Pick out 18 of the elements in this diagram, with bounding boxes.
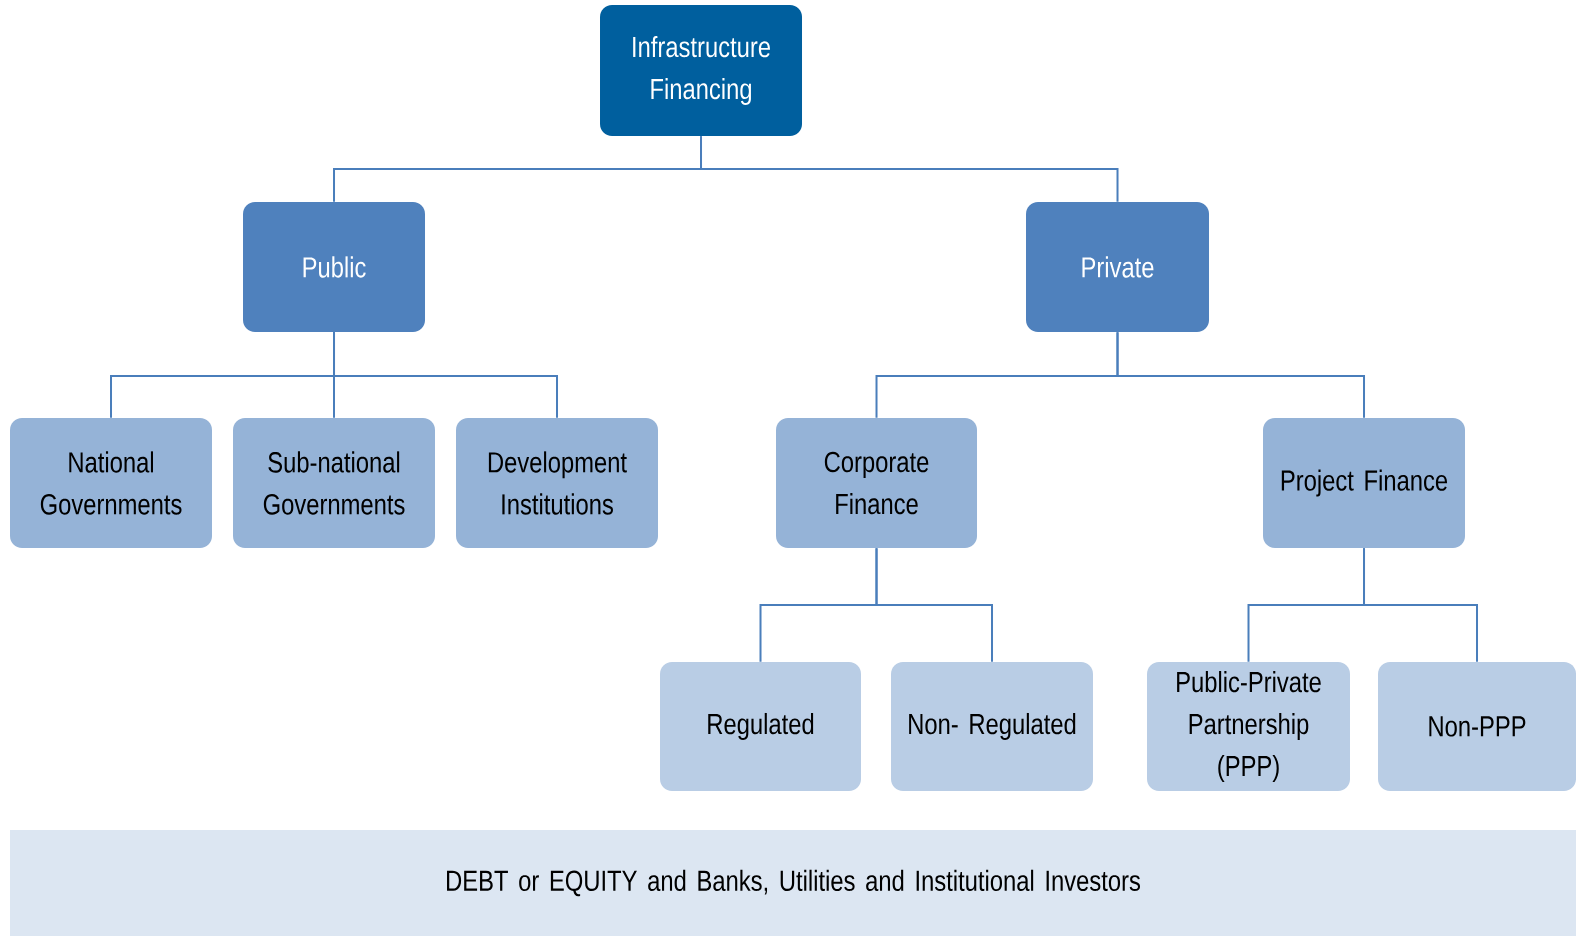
- category-box: Public: [243, 202, 425, 332]
- type-box: Non-PPP: [1378, 662, 1576, 791]
- type-box: Non- Regulated: [891, 662, 1093, 791]
- connector-line: [875, 547, 993, 663]
- root-box: Infrastructure Financing: [600, 5, 802, 136]
- connector-line: [333, 331, 558, 419]
- connector-line: [700, 135, 1119, 203]
- method-box: Project Finance: [1263, 418, 1465, 548]
- type-box: Regulated: [660, 662, 861, 791]
- connector-line: [1116, 331, 1365, 419]
- type-box: Public-Private Partnership (PPP): [1147, 662, 1350, 791]
- source-box: National Governments: [10, 418, 212, 548]
- footer-band: DEBT or EQUITY and Banks, Utilities and Institutional Investors: [10, 830, 1576, 936]
- source-box: Development Institutions: [456, 418, 658, 548]
- method-box: Corporate Finance: [776, 418, 977, 548]
- source-box: Sub-national Governments: [233, 418, 435, 548]
- connector-line: [1363, 547, 1478, 663]
- category-box: Private: [1026, 202, 1209, 332]
